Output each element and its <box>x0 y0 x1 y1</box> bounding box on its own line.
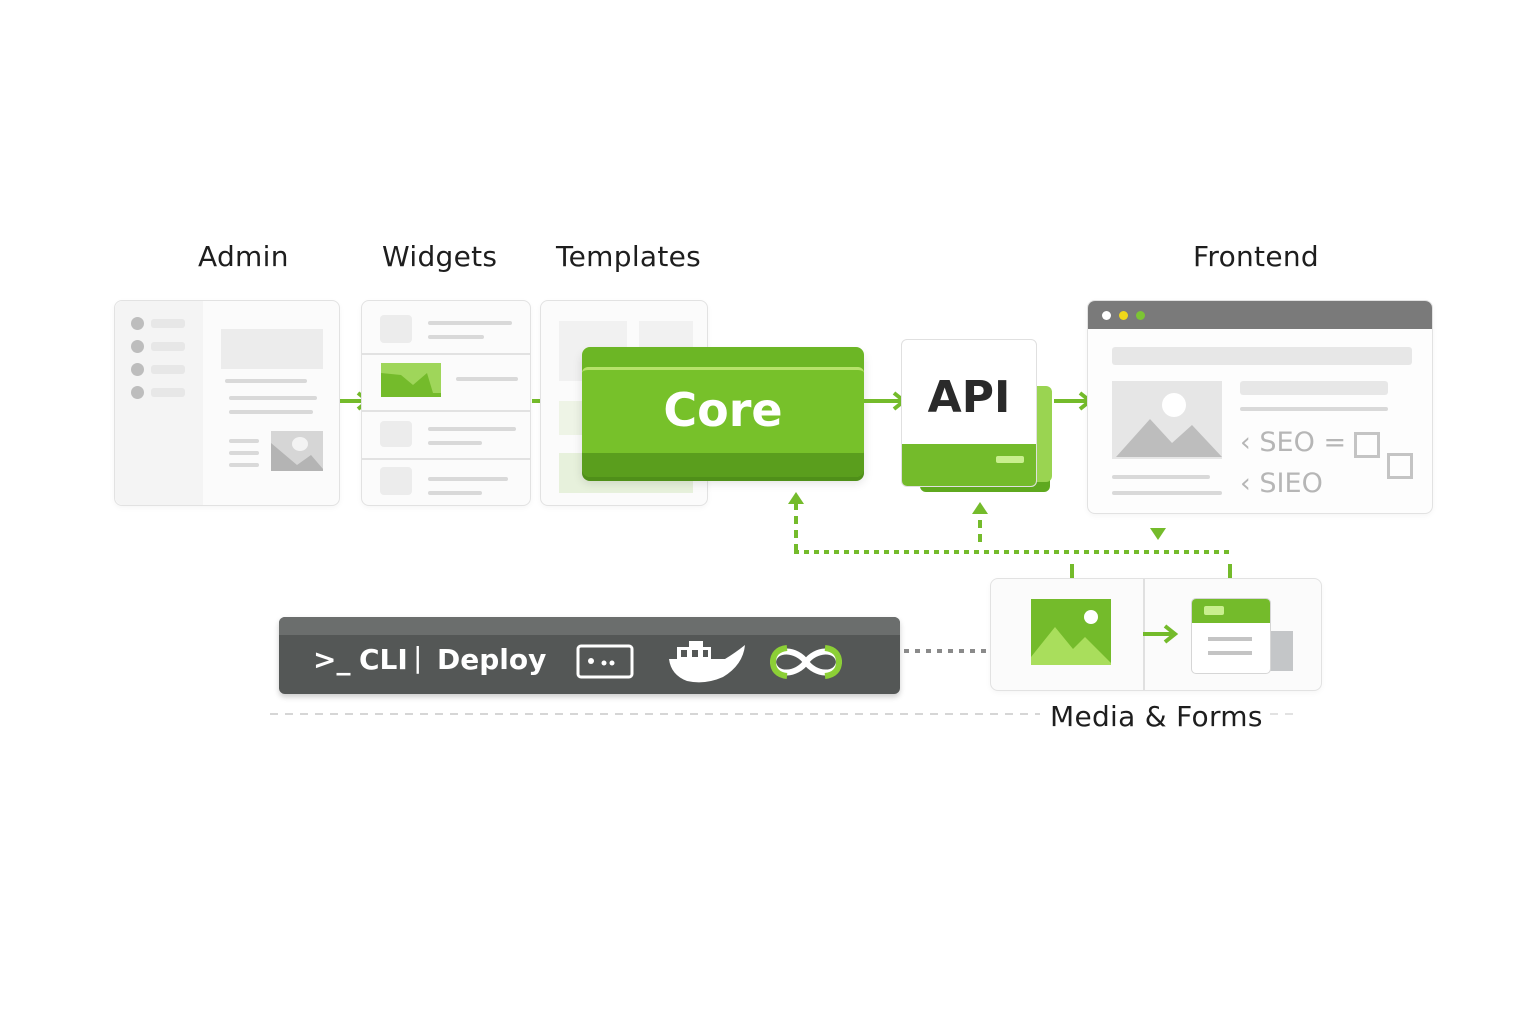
chart-widget-icon <box>381 363 441 397</box>
cli-button[interactable]: CLI <box>359 643 408 676</box>
divider <box>362 458 530 460</box>
browser-title-bar <box>1088 301 1432 329</box>
deploy-button[interactable]: Deploy <box>437 643 547 676</box>
widget-thumb <box>380 421 412 447</box>
text-line <box>229 451 259 455</box>
toolbar-top-edge <box>279 617 900 635</box>
cli-deploy-toolbar: >_ CLI | Deploy <box>279 617 900 694</box>
dashed-baseline <box>270 713 1300 715</box>
divider <box>362 410 530 412</box>
text-line <box>428 441 482 445</box>
sidebar-dot <box>131 340 144 353</box>
sidebar-bar <box>151 388 185 397</box>
sidebar-dot <box>131 317 144 330</box>
api-base <box>902 444 1036 486</box>
api-indicator <box>996 456 1024 463</box>
browser-dot-yellow <box>1119 311 1128 320</box>
text-line <box>428 321 512 325</box>
arrow-up-to-core <box>788 492 804 504</box>
arrow-up-to-api <box>972 502 988 514</box>
seo-text: SIEO <box>1259 468 1323 499</box>
api-label: API <box>927 372 1011 423</box>
sidebar-bar <box>151 319 185 328</box>
arrow-down-from-frontend <box>1150 528 1166 540</box>
arrow-media-to-forms <box>1143 624 1179 644</box>
seo-text: SEO <box>1259 427 1315 458</box>
text-line <box>428 477 508 481</box>
core-base <box>582 453 864 477</box>
admin-label: Admin <box>198 240 289 273</box>
text-line <box>428 335 484 339</box>
widgets-panel <box>361 300 531 506</box>
text-line <box>229 410 313 414</box>
text-line <box>229 439 259 443</box>
text-line <box>225 379 307 383</box>
text-line <box>1240 407 1388 411</box>
widget-thumb <box>380 315 412 343</box>
form-line <box>1208 651 1252 655</box>
core-label: Core <box>663 383 783 437</box>
divider <box>362 353 530 355</box>
docker-whale-icon[interactable] <box>665 639 749 685</box>
admin-panel <box>114 300 340 506</box>
image-placeholder-icon <box>271 431 323 471</box>
core-face <box>582 367 864 456</box>
terminal-window-icon[interactable] <box>576 644 634 680</box>
chevron-left-icon: ‹ <box>1240 427 1251 458</box>
infinity-loop-icon[interactable] <box>767 641 845 683</box>
api-block: API <box>901 339 1037 487</box>
core-block: Core <box>582 347 864 477</box>
text-line <box>1112 491 1222 495</box>
text-line <box>229 463 259 467</box>
media-forms-label: Media & Forms <box>1050 700 1263 733</box>
checkbox-icon <box>1354 432 1380 458</box>
text-line <box>229 396 317 400</box>
form-line <box>1208 637 1252 641</box>
browser-address-block <box>1112 347 1412 365</box>
sidebar-dot <box>131 363 144 376</box>
form-icon <box>1191 598 1271 674</box>
checkbox-icon <box>1387 453 1413 479</box>
text-line <box>428 427 516 431</box>
media-image-icon <box>1031 599 1111 665</box>
chevron-left-icon: ‹ <box>1240 468 1251 499</box>
sidebar-dot <box>131 386 144 399</box>
api-side-layer <box>1036 386 1052 482</box>
form-tab <box>1204 606 1224 615</box>
cli-prompt-icon: >_ <box>313 643 351 676</box>
frontend-browser-window: ‹ SEO = ‹ SIEO <box>1087 300 1433 514</box>
toolbar-separator: | <box>413 641 423 674</box>
frontend-label: Frontend <box>1193 240 1319 273</box>
widgets-label: Widgets <box>382 240 498 273</box>
seo-equals: = <box>1323 427 1347 458</box>
browser-dot-white <box>1102 311 1111 320</box>
feedback-connectors <box>788 492 1232 580</box>
frontend-heading-bar <box>1240 381 1388 395</box>
frontend-image-icon <box>1112 381 1222 459</box>
media-forms-panel <box>990 578 1322 691</box>
text-line <box>428 491 482 495</box>
widget-thumb <box>380 467 412 495</box>
admin-hero-block <box>221 329 323 369</box>
sidebar-bar <box>151 365 185 374</box>
text-line <box>456 377 518 381</box>
browser-dot-green <box>1136 311 1145 320</box>
seo-row-2: ‹ SIEO <box>1240 468 1323 499</box>
toolbar-to-media-connector <box>904 649 988 653</box>
seo-row-1: ‹ SEO = <box>1240 427 1346 458</box>
templates-label: Templates <box>556 240 702 273</box>
admin-sidebar <box>115 301 203 505</box>
text-line <box>1112 475 1210 479</box>
sidebar-bar <box>151 342 185 351</box>
